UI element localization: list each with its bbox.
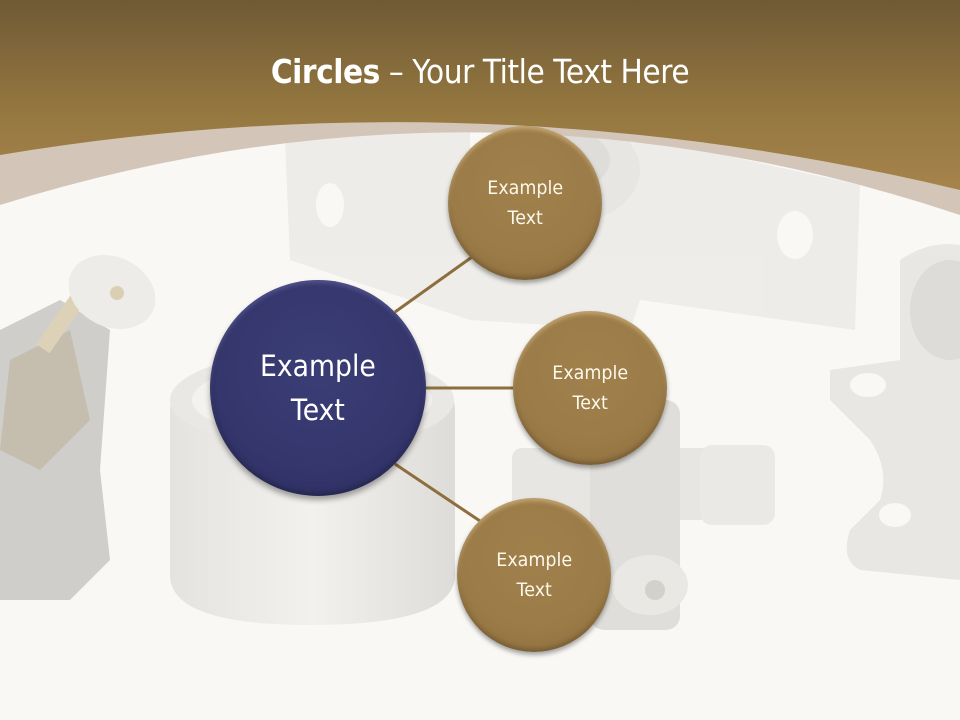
satellite-bottom-line1: Example — [496, 549, 572, 571]
title-rest-part: – Your Title Text Here — [379, 52, 690, 91]
center-circle-label: Example Text — [260, 344, 376, 432]
flange-mount-part-image — [830, 244, 960, 580]
satellite-bottom-line2: Text — [516, 579, 552, 601]
satellite-top-line1: Example — [487, 177, 563, 199]
center-circle[interactable]: Example Text — [210, 280, 426, 496]
connector-lines — [394, 255, 513, 523]
thermostat-part-image — [0, 255, 156, 600]
center-label-line2: Text — [291, 393, 345, 427]
header-shape — [0, 0, 960, 190]
satellite-middle-line2: Text — [572, 392, 608, 414]
satellite-circle-top[interactable]: Example Text — [448, 126, 602, 280]
satellite-top-line2: Text — [507, 207, 543, 229]
satellite-circle-middle[interactable]: Example Text — [513, 311, 667, 465]
satellite-circle-bottom[interactable]: Example Text — [457, 498, 611, 652]
connector-line-top — [394, 255, 473, 314]
center-label-line1: Example — [260, 349, 376, 383]
satellite-middle-line1: Example — [552, 362, 628, 384]
slide-title: Circles – Your Title Text Here — [48, 52, 912, 91]
title-bold-part: Circles — [270, 52, 381, 91]
satellite-top-label: Example Text — [487, 173, 563, 233]
connector-line-bottom — [394, 462, 481, 523]
satellite-middle-label: Example Text — [552, 358, 628, 418]
satellite-bottom-label: Example Text — [496, 545, 572, 605]
